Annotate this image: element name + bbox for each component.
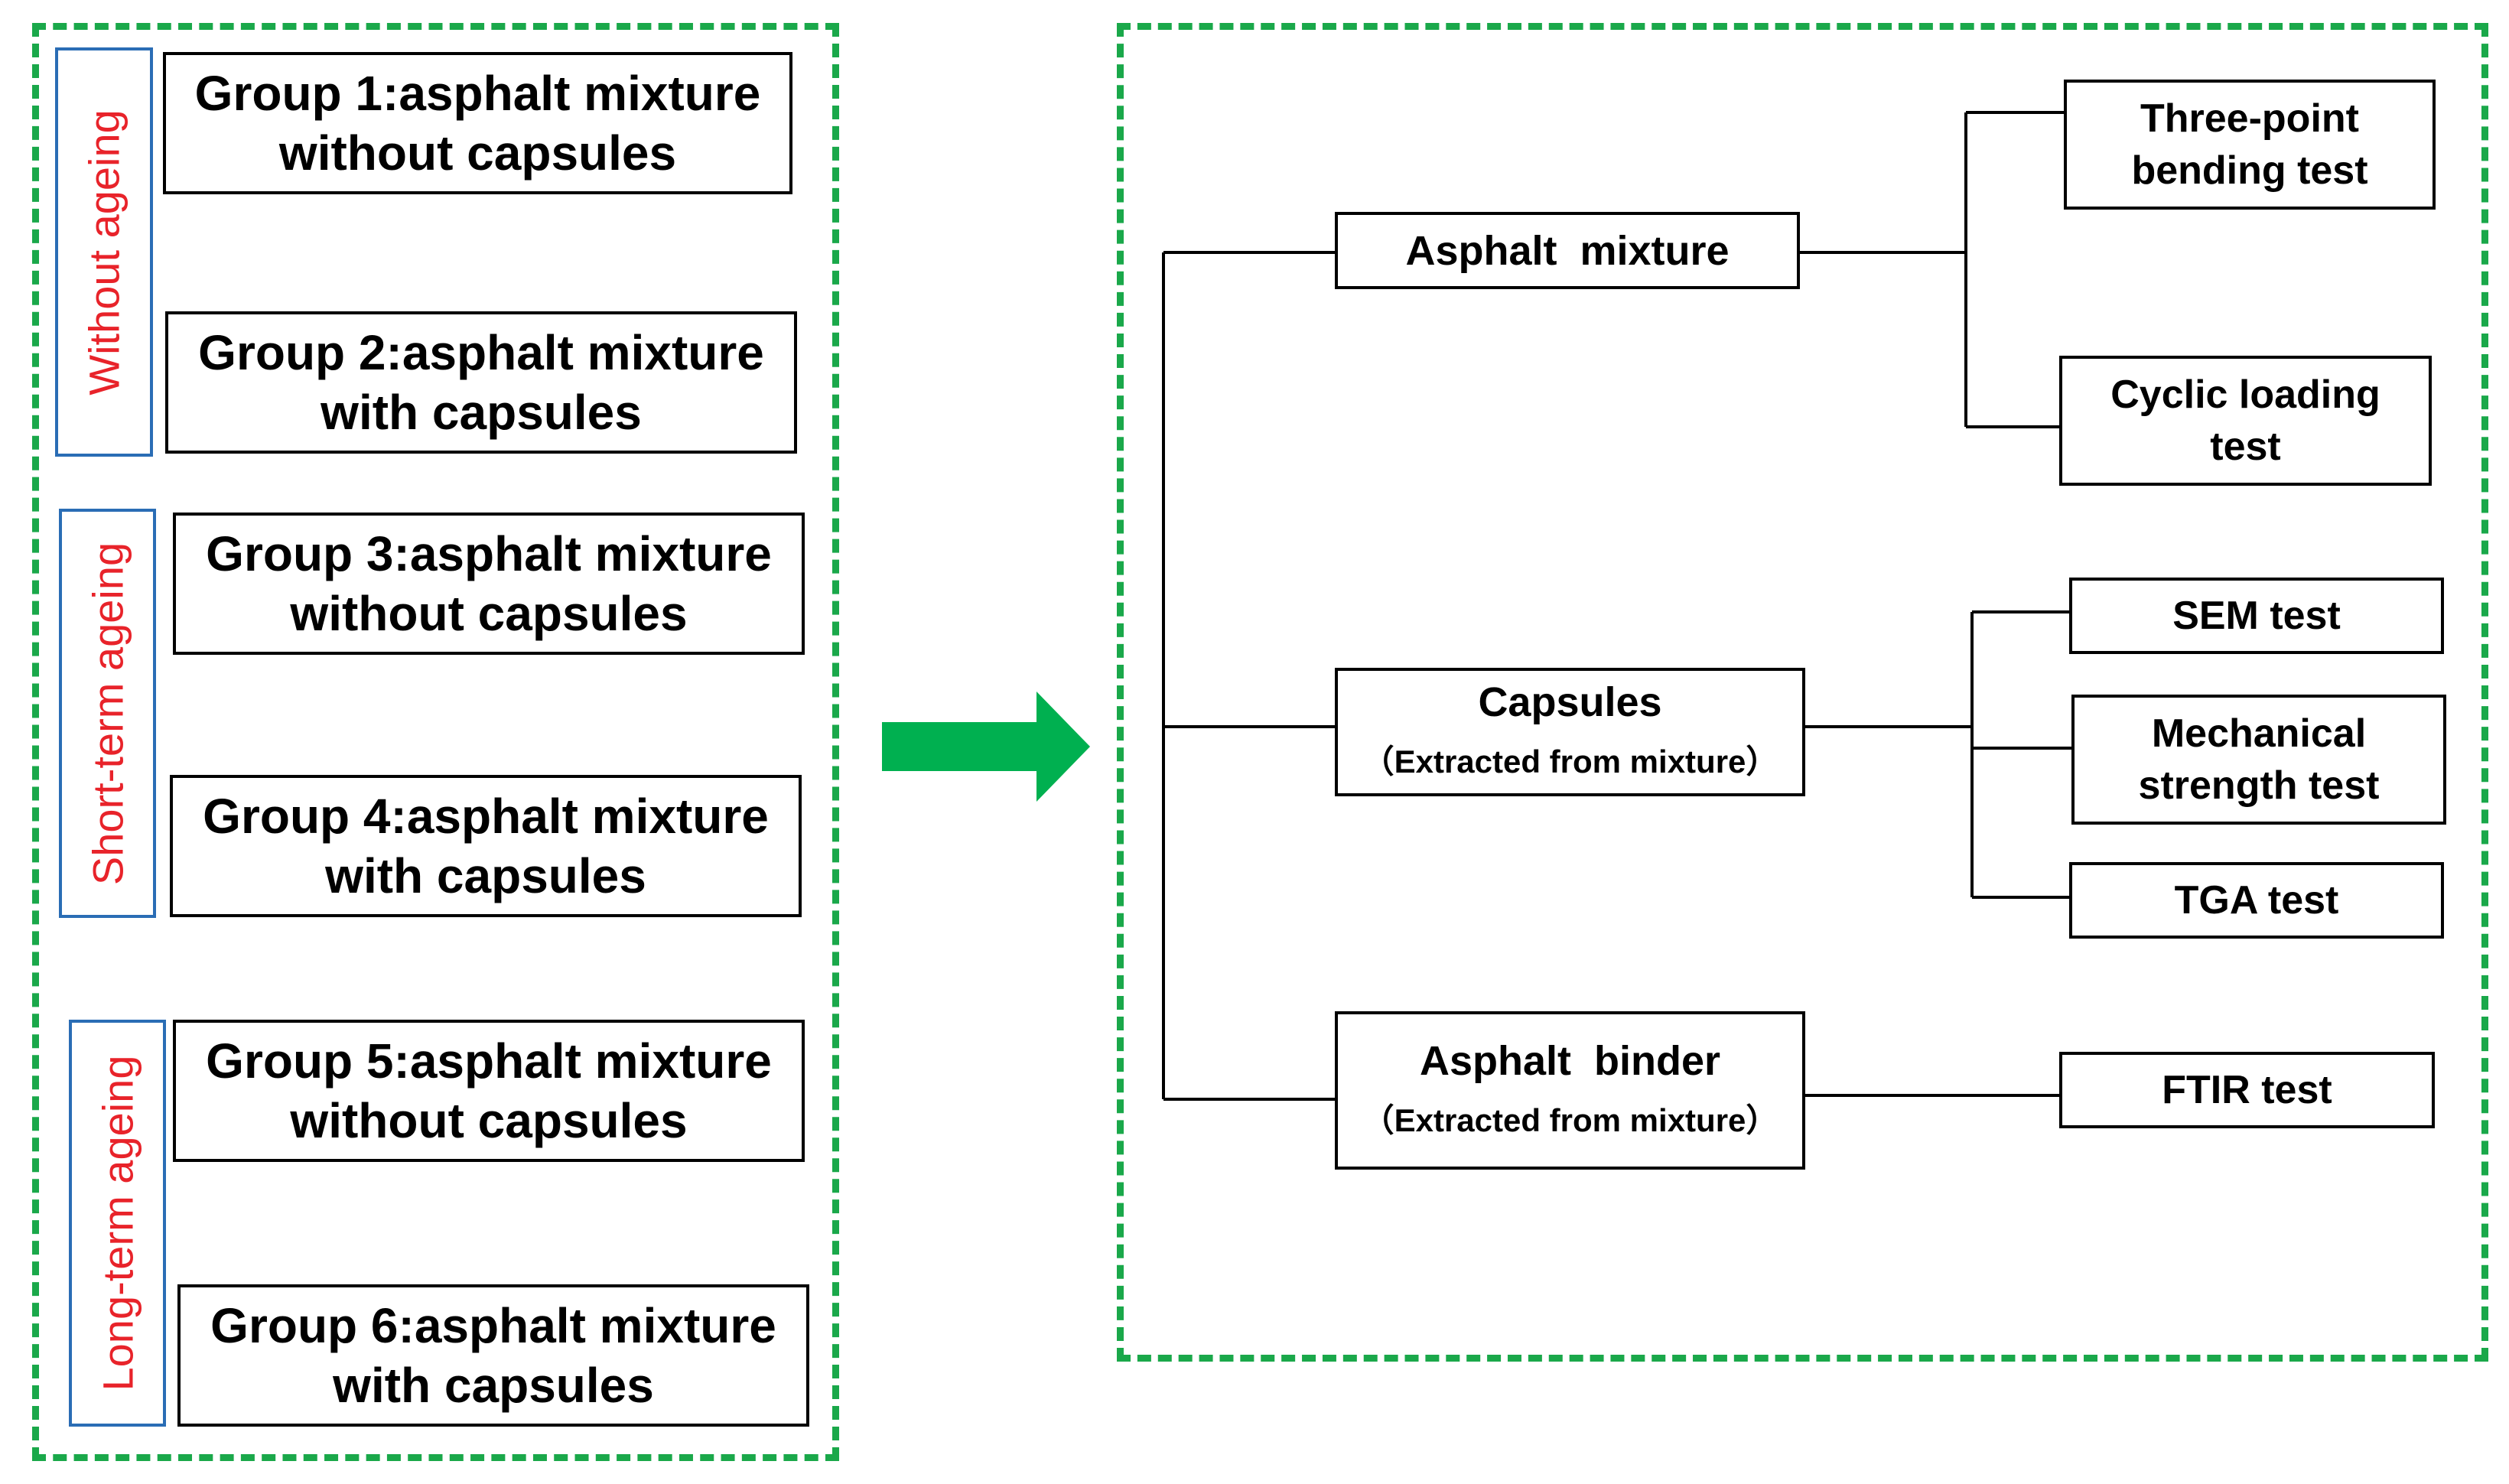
ageing-label-long-term: Long-term ageing bbox=[69, 1020, 166, 1427]
ageing-label-without: Without ageing bbox=[55, 47, 153, 457]
group-label-line1: Group 2:asphalt mixture bbox=[198, 325, 764, 380]
group-label-line1: Group 3:asphalt mixture bbox=[206, 526, 772, 581]
test-label-line2: test bbox=[2210, 425, 2281, 469]
group-label-line2: with capsules bbox=[321, 385, 642, 440]
node-subtitle: （Extracted from mixture） bbox=[1362, 1102, 1778, 1138]
ageing-label-text: Without ageing bbox=[80, 109, 129, 395]
group-box-5: Group 5:asphalt mixture without capsules bbox=[173, 1020, 805, 1162]
group-box-4: Group 4:asphalt mixture with capsules bbox=[170, 775, 802, 917]
test-label-line1: TGA test bbox=[2174, 878, 2339, 923]
node-asphalt-mixture: Asphalt mixture bbox=[1335, 212, 1800, 289]
group-label-line1: Group 1:asphalt mixture bbox=[194, 66, 761, 121]
test-cyclic-loading: Cyclic loading test bbox=[2059, 356, 2432, 486]
group-label-line1: Group 6:asphalt mixture bbox=[210, 1298, 776, 1353]
ageing-label-text: Short-term ageing bbox=[83, 542, 132, 885]
test-label-line2: strength test bbox=[2138, 763, 2380, 808]
test-label-line1: FTIR test bbox=[2162, 1068, 2332, 1112]
node-asphalt-binder: Asphalt binder （Extracted from mixture） bbox=[1335, 1011, 1805, 1170]
group-label-line2: without capsules bbox=[290, 586, 688, 641]
group-label-line2: with capsules bbox=[333, 1358, 654, 1413]
test-label-line1: SEM test bbox=[2172, 594, 2341, 638]
test-three-point-bending: Three-point bending test bbox=[2064, 80, 2436, 210]
group-box-6: Group 6:asphalt mixture with capsules bbox=[177, 1284, 809, 1427]
test-mechanical-strength: Mechanical strength test bbox=[2071, 695, 2446, 825]
ageing-label-short-term: Short-term ageing bbox=[59, 509, 156, 918]
experimental-groups-panel bbox=[32, 23, 839, 1461]
test-sem: SEM test bbox=[2069, 578, 2444, 654]
node-capsules: Capsules （Extracted from mixture） bbox=[1335, 668, 1805, 796]
test-label-line1: Three-point bbox=[2140, 96, 2359, 141]
group-label-line1: Group 4:asphalt mixture bbox=[203, 789, 769, 844]
test-ftir: FTIR test bbox=[2059, 1052, 2435, 1128]
test-plan-panel bbox=[1117, 23, 2488, 1362]
node-title: Asphalt binder bbox=[1419, 1037, 1721, 1084]
group-box-1: Group 1:asphalt mixture without capsules bbox=[163, 52, 792, 194]
node-title: Capsules bbox=[1478, 679, 1662, 725]
node-subtitle: （Extracted from mixture） bbox=[1362, 744, 1778, 779]
test-tga: TGA test bbox=[2069, 862, 2444, 939]
group-label-line2: without capsules bbox=[290, 1093, 688, 1148]
group-label-line2: without capsules bbox=[278, 125, 677, 181]
arrow-right-icon bbox=[882, 692, 1090, 802]
test-label-line1: Mechanical bbox=[2151, 711, 2367, 756]
ageing-label-text: Long-term ageing bbox=[93, 1055, 142, 1391]
group-box-2: Group 2:asphalt mixture with capsules bbox=[165, 311, 797, 454]
test-label-line2: bending test bbox=[2131, 148, 2368, 193]
test-label-line1: Cyclic loading bbox=[2110, 373, 2380, 417]
group-label-line1: Group 5:asphalt mixture bbox=[206, 1033, 772, 1089]
group-label-line2: with capsules bbox=[325, 848, 646, 903]
group-box-3: Group 3:asphalt mixture without capsules bbox=[173, 513, 805, 655]
node-title: Asphalt mixture bbox=[1405, 227, 1730, 274]
